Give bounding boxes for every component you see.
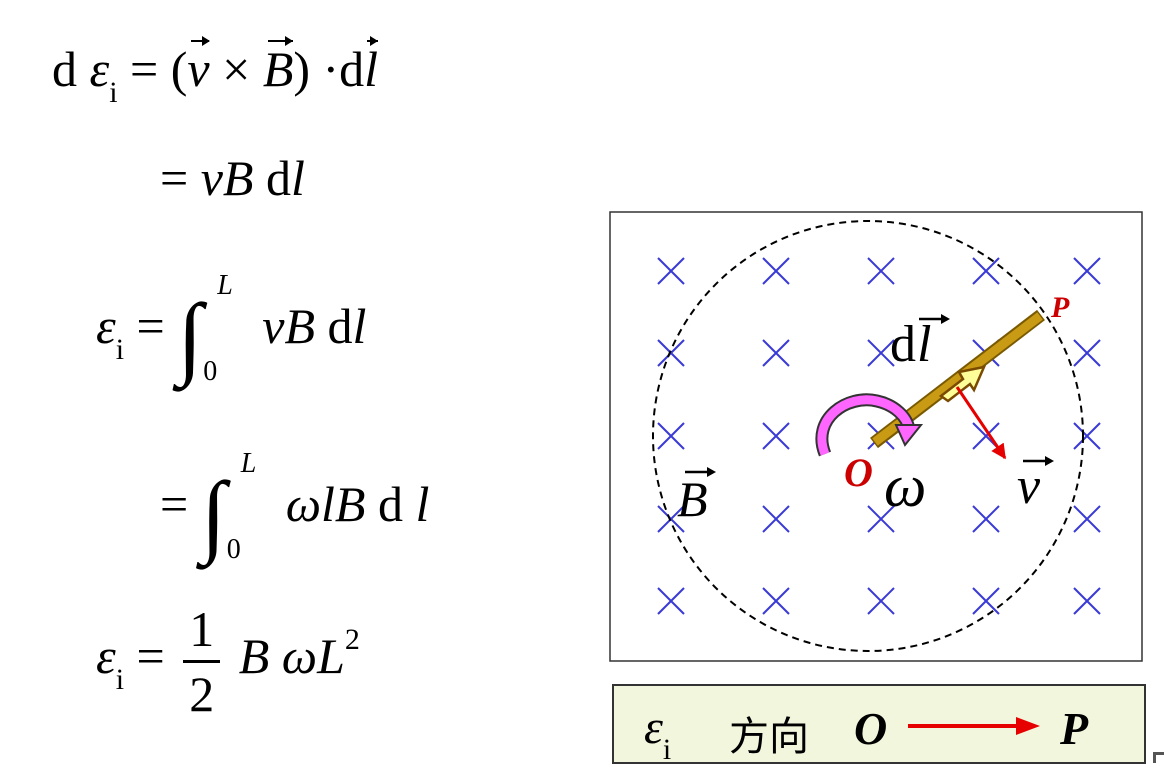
length-symbol: l [321,476,335,532]
field-cross-2-4 [1073,422,1101,450]
direction-to-P: P [1060,703,1089,754]
field-cross-2-1 [762,422,790,450]
integral: ∫ L 0 [201,450,257,564]
equals-sign: = [136,298,165,354]
fraction-numerator: 1 [183,604,221,663]
integral-sign: ∫ [177,285,203,387]
field-symbol: B [284,298,315,354]
label-dl-d: d [890,316,916,373]
equation-1: d εi = (v × B) ·dl [52,36,379,109]
length-symbol: l [415,476,430,532]
emf-symbol: ε [96,627,116,684]
rotation-arrow-head [894,424,924,447]
field-cross-4-1 [762,587,790,615]
direction-text: 方向 [729,714,809,760]
v-vector-head [1045,456,1054,466]
field-cross-1-4 [1073,339,1101,367]
field-cross-2-0 [657,422,685,450]
corner-mark [1153,752,1164,763]
equation-3: εi = ∫ L 0 vB dl [96,272,367,386]
field-cross-3-0 [657,505,685,533]
dl-vector-head [941,314,950,324]
field-cross-1-0 [657,339,685,367]
label-P: P [1050,291,1070,324]
field-cross-0-1 [762,257,790,285]
equals-sign: = [160,476,189,532]
field-cross-0-2 [867,257,895,285]
field-cross-4-2 [867,587,895,615]
d-symbol: d [265,150,291,206]
fraction-one-half: 1 2 [183,604,221,722]
d-symbol: d [52,41,77,97]
label-B: B [677,471,708,527]
label-v: v [1017,458,1041,515]
field-cross-4-4 [1073,587,1101,615]
field-symbol: B [222,150,254,206]
dot-sign: · [322,41,340,97]
omega-symbol: ω [281,627,318,684]
square-exponent: 2 [344,622,360,656]
emf-symbol: ε [89,41,110,97]
length-symbol: l [352,298,367,354]
field-cross-0-3 [972,257,1000,285]
field-cross-3-4 [1073,505,1101,533]
velocity-symbol: v [262,298,285,354]
integral-lower-limit: 0 [203,356,218,387]
field-vector: B [262,36,294,97]
d-symbol: d [377,476,403,532]
cross-product-sign: × [222,41,251,97]
integral-lower-limit: 0 [226,534,241,565]
emf-subscript: i [115,662,125,696]
direction-emf-symbol: εi [644,701,672,766]
emf-symbol: ε [96,298,116,354]
field-cross-4-0 [657,587,685,615]
B-vector-head [707,467,716,477]
dl-arrow [938,365,987,403]
direction-arrow [908,717,1040,735]
field-cross-0-0 [657,257,685,285]
length-symbol: l [290,150,305,206]
label-omega: ω [884,453,926,519]
fraction-denominator: 2 [189,666,215,722]
field-cross-1-2 [867,339,895,367]
rotating-rod-diagram: P O ω v B d l [609,211,1143,662]
field-symbol: B [334,476,366,532]
integral-sign: ∫ [200,463,226,565]
emf-subscript: i [109,76,118,109]
field-cross-4-3 [972,587,1000,615]
omega-symbol: ω [285,476,322,532]
integral-upper-limit: L [217,270,233,301]
label-O: O [844,450,873,495]
velocity-vector: v [187,36,210,97]
direction-from-O: O [854,703,888,754]
integral-upper-limit: L [240,448,257,479]
equation-2: = vB dl [160,153,305,203]
field-cross-0-4 [1073,257,1101,285]
field-cross-3-3 [972,505,1000,533]
right-paren: ) [293,41,311,97]
field-cross-3-1 [762,505,790,533]
equals-sign: = [160,150,189,206]
equation-5: εi = 1 2 B ωL2 [96,604,360,719]
velocity-arrow [955,386,1007,460]
left-paren: ( [170,41,188,97]
field-cross-3-2 [867,505,895,533]
d-symbol: d [327,298,353,354]
emf-subscript: i [115,333,125,366]
d-symbol: d [339,41,365,97]
equation-4: = ∫ L 0 ωlB d l [160,450,430,564]
rotation-circle [652,220,1084,652]
rotation-arrow-fill [817,395,914,456]
velocity-symbol: v [200,150,223,206]
field-symbol: B [238,627,270,684]
equals-sign: = [130,41,159,97]
label-dl-l: l [917,316,931,373]
integral: ∫ L 0 [177,272,233,386]
emf-direction-box: εi 方向 O P [612,684,1146,766]
length-vector: l [364,36,379,97]
equals-sign: = [136,627,165,684]
length-L-symbol: L [317,627,345,684]
magnetic-field-crosses [657,257,1101,615]
field-cross-1-1 [762,339,790,367]
